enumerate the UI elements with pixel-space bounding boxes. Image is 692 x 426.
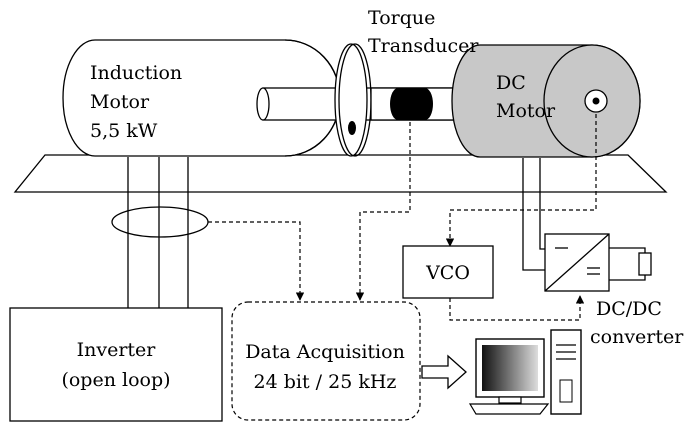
dc-motor-label-2: Motor <box>496 100 556 122</box>
inverter-box <box>9 307 223 422</box>
dcdc-label-2: converter <box>590 326 684 348</box>
torque-label-2: Transducer <box>368 35 479 57</box>
base-plate <box>13 154 668 193</box>
dc-motor <box>451 44 641 158</box>
computer-icon <box>468 329 582 415</box>
dc-power-leads <box>522 158 545 271</box>
torque-label-1: Torque <box>368 7 435 29</box>
data-acquisition-box <box>231 301 421 421</box>
dc-motor-label-1: DC <box>496 72 526 94</box>
torque-sensor-band <box>390 88 433 120</box>
dcdc-converter <box>544 233 652 292</box>
induction-motor-label-2: Motor <box>90 91 150 113</box>
vco-box <box>402 245 494 299</box>
induction-motor-label-1: Induction <box>90 62 182 84</box>
induction-motor-label-3: 5,5 kW <box>90 120 158 142</box>
torque-transducer-disc <box>334 43 372 157</box>
load-resistor <box>638 252 652 276</box>
three-phase-cables <box>127 157 189 308</box>
current-sensor <box>111 206 209 238</box>
vco-label: VCO <box>425 262 470 284</box>
daq-to-pc-arrow <box>421 354 467 390</box>
daq-label-1: Data Acquisition <box>245 341 405 363</box>
dcdc-label-1: DC/DC <box>596 298 662 320</box>
daq-label-2: 24 bit / 25 kHz <box>254 371 397 393</box>
inverter-label-2: (open loop) <box>61 369 170 391</box>
inverter-label-1: Inverter <box>77 339 157 361</box>
